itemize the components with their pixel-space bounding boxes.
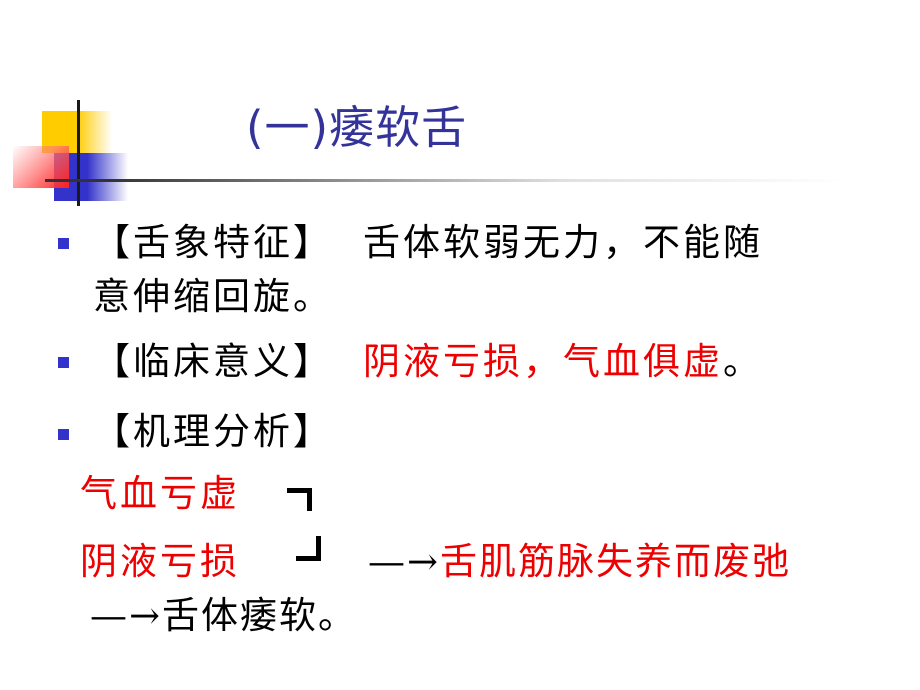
bullet-1-text: 舌体软弱无力，不能随 [363,221,763,264]
cause-qi-blood-deficiency: 气血亏虚 [80,472,240,515]
arrow-icon: —→ [90,594,163,637]
bullet-3-line: 【机理分析】 [93,408,333,456]
bullet-square-icon [58,429,69,440]
bullet-3-label: 【机理分析】 [93,410,333,453]
arrow-icon: —→ [368,540,441,583]
bullet-2-period: 。 [723,340,763,383]
title-underline-divider [45,179,845,182]
corner-bracket-bottom-icon [296,536,321,561]
bullet-square-icon [58,357,69,368]
bullet-1-text-continued: 意伸缩回旋。 [93,275,333,318]
corner-bracket-top-icon [287,488,312,511]
bullet-2-highlight-text: 阴液亏损，气血俱虚 [363,340,723,383]
mechanism-line-2: —→舌体痿软。 [90,592,357,640]
cause-yin-fluid-depletion: 阴液亏损 [80,540,240,583]
slide-title: (一)痿软舌 [246,101,468,154]
bullet-1-line-1: 【舌象特征】舌体软弱无力，不能随 [93,219,763,267]
decor-vertical-line [77,100,80,206]
mechanism-line-1: —→舌肌筋脉失养而废弛 [368,538,791,586]
bullet-square-icon [58,238,69,249]
result-flaccid-tongue: 舌体痿软。 [162,594,358,637]
bullet-2-label: 【临床意义】 [93,340,333,383]
bullet-2-line: 【临床意义】阴液亏损，气血俱虚。 [93,338,763,386]
result-muscle-malnourished: 舌肌筋脉失养而废弛 [440,540,792,583]
bullet-1-label: 【舌象特征】 [93,221,333,264]
bullet-1-line-2: 意伸缩回旋。 [93,273,333,321]
